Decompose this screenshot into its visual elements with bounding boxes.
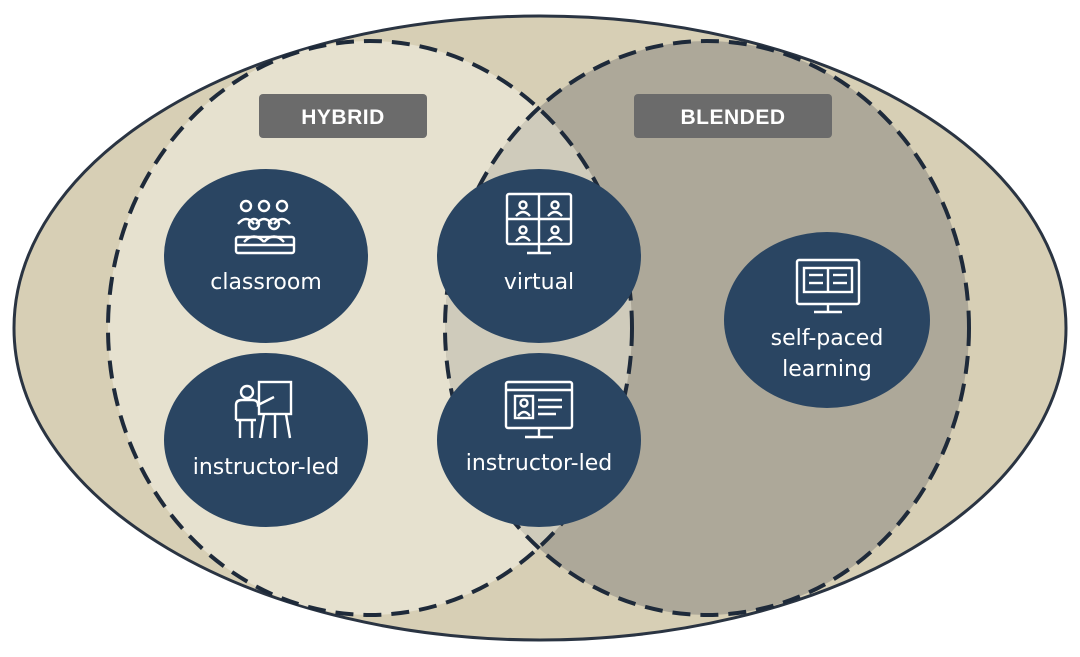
- virtual-label: virtual: [504, 270, 574, 295]
- blended-tag: BLENDED: [634, 94, 832, 138]
- online-profile-monitor-icon: [504, 380, 574, 439]
- learning-label: learning: [782, 357, 872, 382]
- instructor-led-virtual-node: instructor-led: [437, 353, 641, 527]
- blended-tag-label: BLENDED: [680, 106, 785, 129]
- blended-outline: [443, 39, 971, 617]
- instructor-led-virtual-label: instructor-led: [466, 451, 613, 476]
- presenter-board-icon: [234, 380, 293, 439]
- instructor-led-label: instructor-led: [193, 455, 340, 480]
- classroom-label: classroom: [210, 270, 322, 295]
- video-conference-icon: [505, 192, 573, 255]
- self-paced-label: self-paced: [771, 326, 884, 351]
- classroom-audience-icon: [234, 199, 296, 255]
- instructor-led-node: instructor-led: [164, 353, 368, 527]
- classroom-node: classroom: [164, 169, 368, 343]
- hybrid-tag: HYBRID: [259, 94, 427, 138]
- self-paced-learning-node: self-paced learning: [724, 232, 930, 408]
- elearning-monitor-icon: [795, 258, 861, 314]
- hybrid-tag-label: HYBRID: [301, 106, 385, 129]
- virtual-node: virtual: [437, 169, 641, 343]
- hybrid-outline: [106, 39, 634, 617]
